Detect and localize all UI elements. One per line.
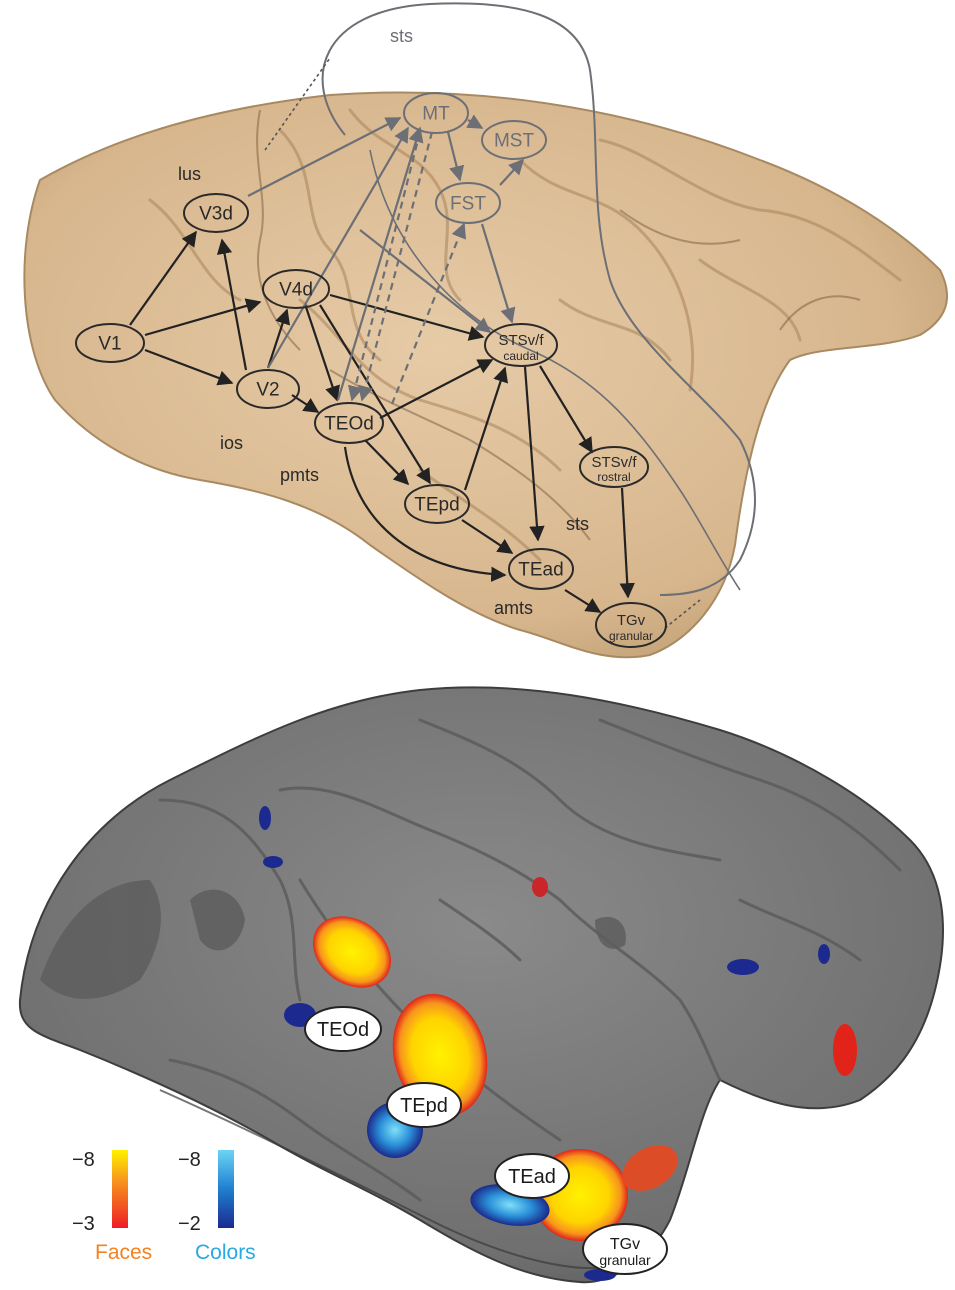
label-mst: MST: [494, 131, 535, 152]
label-tead: TEad: [518, 560, 563, 581]
legend-faces-max: −8: [72, 1149, 95, 1171]
sulcus-pmts: pmts: [280, 465, 319, 485]
label-v3d: V3d: [199, 204, 233, 225]
face-blob-small: [532, 877, 548, 897]
sulcus-sts-lower: sts: [566, 514, 589, 534]
bottom-label-teod: TEOd: [317, 1019, 369, 1041]
legend-colors-min: −2: [178, 1213, 201, 1235]
legend-faces-min: −3: [72, 1213, 95, 1235]
label-tepd: TEpd: [414, 495, 459, 516]
label-mt: MT: [422, 104, 450, 125]
bottom-label-tgv-sub: granular: [599, 1252, 651, 1268]
label-stsr-sub: rostral: [597, 470, 630, 484]
label-fst: FST: [450, 194, 486, 215]
sulcus-sts-top: sts: [390, 26, 413, 46]
color-blob-top1: [259, 806, 271, 830]
legend-faces-title: Faces: [95, 1241, 152, 1264]
color-blob-frontal2: [818, 944, 830, 964]
legend: −8 −3 −8 −2 Faces Colors: [72, 1149, 256, 1264]
legend-colors-scale: [218, 1150, 234, 1228]
sulcus-ios: ios: [220, 433, 243, 453]
color-blob-top2: [263, 856, 283, 868]
label-teod: TEOd: [324, 414, 374, 435]
label-stsc-sub: caudal: [503, 349, 538, 363]
label-tgv-sub: granular: [609, 629, 653, 643]
legend-colors-title: Colors: [195, 1241, 256, 1264]
bottom-label-tead: TEad: [508, 1166, 556, 1188]
label-tgv-main: TGv: [617, 612, 646, 629]
color-blob-frontal1: [727, 959, 759, 975]
sulcus-amts: amts: [494, 598, 533, 618]
label-stsc-main: STSv/f: [498, 332, 544, 349]
label-stsr-main: STSv/f: [591, 454, 637, 471]
bottom-label-tepd: TEpd: [400, 1095, 448, 1117]
label-v4d: V4d: [279, 280, 313, 301]
label-v1: V1: [98, 334, 121, 355]
label-v2: V2: [256, 380, 279, 401]
bottom-label-tgv-main: TGv: [610, 1236, 640, 1253]
face-blob-frontal: [833, 1024, 857, 1076]
legend-faces-scale: [112, 1150, 128, 1228]
legend-colors-max: −8: [178, 1149, 201, 1171]
sulcus-lus: lus: [178, 164, 201, 184]
